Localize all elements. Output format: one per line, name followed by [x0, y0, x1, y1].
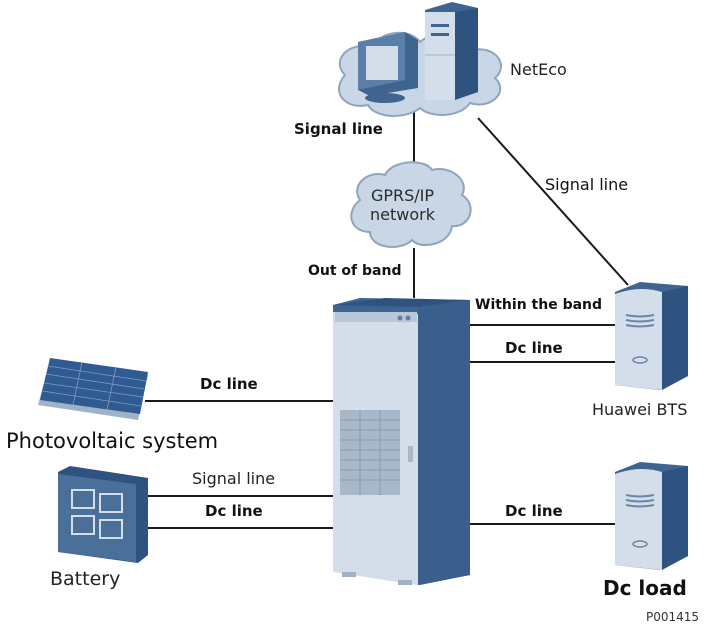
- pv-dc-label: Dc line: [200, 375, 258, 393]
- neteco-gprs-link-label: Signal line: [294, 120, 383, 138]
- gprs-network-label-line1: GPRS/IP: [370, 186, 435, 205]
- dc-load-label: Dc load: [603, 576, 687, 600]
- battery-dc-label: Dc line: [205, 502, 263, 520]
- solar-panel-icon: [38, 358, 148, 420]
- power-cabinet-icon: [333, 298, 470, 585]
- battery-label: Battery: [50, 568, 121, 590]
- within-band-label: Within the band: [475, 297, 603, 313]
- battery-signal-label: Signal line: [192, 469, 276, 488]
- cabinet-bts-dc-label: Dc line: [505, 339, 563, 357]
- bts-icon: [615, 282, 688, 390]
- gprs-network-label-line2: network: [370, 205, 435, 225]
- neteco-label: NetEco: [510, 60, 567, 79]
- out-of-band-label: Out of band: [308, 263, 402, 279]
- dc-load-icon: [615, 462, 688, 570]
- monitor-icon: [358, 32, 418, 103]
- connection-lines: [145, 108, 629, 529]
- huawei-bts-label: Huawei BTS: [592, 400, 688, 419]
- battery-icon: [58, 466, 148, 563]
- cabinet-load-dc-label: Dc line: [505, 502, 563, 520]
- neteco-bts-link-label: Signal line: [545, 175, 629, 194]
- gprs-network-label: GPRS/IP network: [370, 186, 435, 224]
- photovoltaic-label: Photovoltaic system: [6, 429, 219, 453]
- link-neteco-bts: [477, 117, 629, 286]
- server-tower-icon: [425, 2, 478, 100]
- figure-id: P001415: [646, 610, 700, 624]
- gprs-cloud: [350, 161, 472, 248]
